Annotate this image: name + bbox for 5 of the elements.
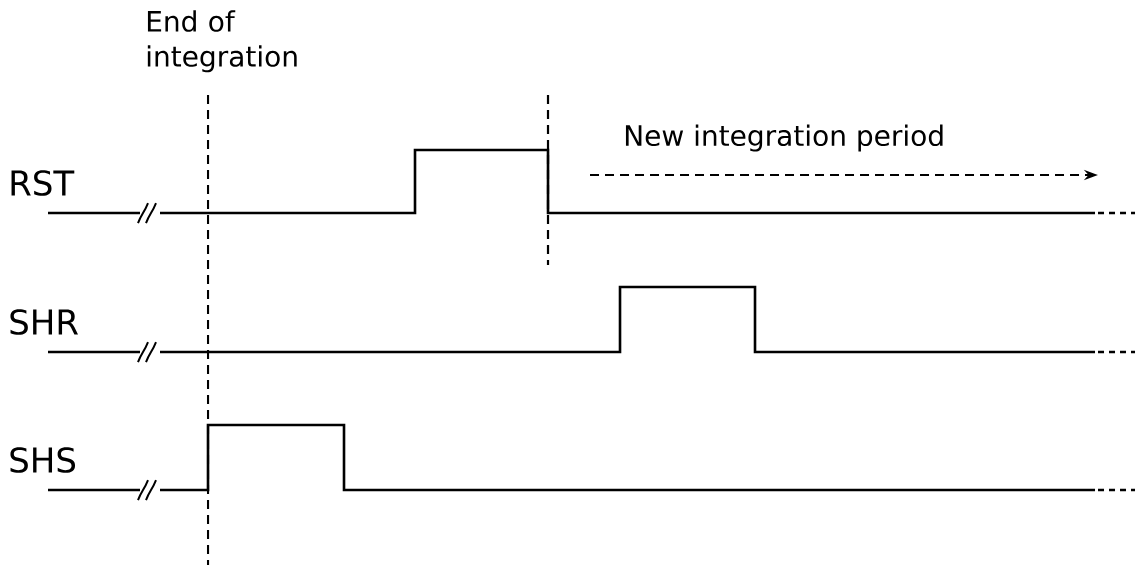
- signal-label: SHR: [10, 309, 78, 335]
- annotation-text: New integration period: [625, 124, 943, 152]
- annotation-text: End of integration: [147, 10, 297, 73]
- signal-label: SHS: [10, 447, 76, 473]
- signal-label: RST: [11, 170, 75, 196]
